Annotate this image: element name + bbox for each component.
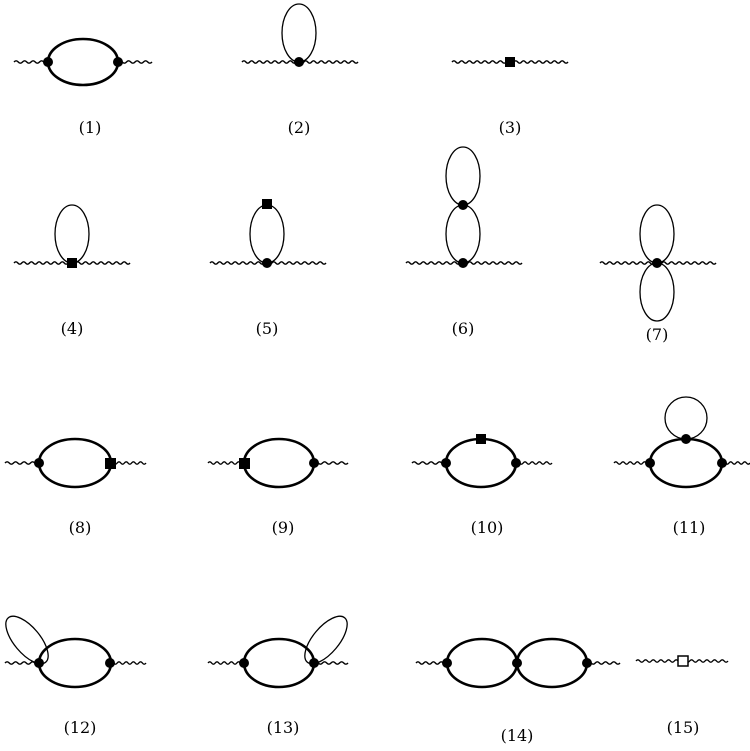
photon-line xyxy=(411,461,447,465)
photon-line xyxy=(415,661,448,665)
vertex-dot xyxy=(105,658,115,668)
diagram-label: (11) xyxy=(673,518,706,537)
diagram-2: (2) xyxy=(241,3,359,137)
self-energy-loop xyxy=(304,615,348,665)
photon-line xyxy=(4,461,40,465)
diagram-label: (9) xyxy=(272,518,295,537)
diagram-label: (1) xyxy=(79,118,102,137)
vertex-dot xyxy=(309,458,319,468)
photon-line xyxy=(313,661,349,665)
diagram-4: (4) xyxy=(13,204,131,338)
diagram-13: (13) xyxy=(207,615,349,737)
vertex-dot xyxy=(582,658,592,668)
diagram-label: (2) xyxy=(288,118,311,137)
vertex-dot xyxy=(645,458,655,468)
counterterm-square xyxy=(262,199,272,209)
diagram-label: (6) xyxy=(452,319,475,338)
vertex-dot xyxy=(34,458,44,468)
fermion-loop xyxy=(46,37,120,87)
counterterm-square xyxy=(239,458,250,469)
vertex-dot xyxy=(262,258,272,268)
tadpole-loop xyxy=(281,3,317,63)
diagram-label: (10) xyxy=(471,518,504,537)
vertex-dot xyxy=(458,258,468,268)
vertex-dot xyxy=(652,258,662,268)
tadpole-loop xyxy=(664,396,708,440)
diagram-14: (14) xyxy=(415,637,621,745)
tadpole-loop xyxy=(445,146,481,206)
diagram-11: (11) xyxy=(613,396,750,537)
fermion-loop xyxy=(648,437,724,489)
diagram-label: (13) xyxy=(267,718,300,737)
counterterm-square xyxy=(476,434,486,444)
diagram-label: (7) xyxy=(646,325,669,344)
tadpole-loop xyxy=(249,204,285,264)
diagram-10: (10) xyxy=(411,434,553,537)
diagram-5: (5) xyxy=(209,199,327,338)
fermion-loop xyxy=(242,637,316,689)
diagram-9: (9) xyxy=(207,437,349,537)
fermion-loop xyxy=(37,637,113,689)
fermion-loop xyxy=(445,637,519,689)
counterterm-open-square xyxy=(677,655,689,667)
vertex-dot xyxy=(511,458,521,468)
diagram-8: (8) xyxy=(4,437,147,537)
fermion-loop xyxy=(515,637,589,689)
diagram-label: (12) xyxy=(64,718,97,737)
counterterm-square xyxy=(505,57,515,67)
photon-line xyxy=(207,461,245,465)
diagram-15: (15) xyxy=(635,655,729,737)
tadpole-loop xyxy=(445,204,481,264)
vertex-dot xyxy=(34,658,44,668)
counterterm-square xyxy=(67,258,77,268)
diagram-label: (3) xyxy=(499,118,522,137)
diagram-label: (5) xyxy=(256,319,279,338)
diagram-6: (6) xyxy=(405,146,523,338)
vertex-dot xyxy=(43,57,53,67)
vertex-dot xyxy=(717,458,727,468)
photon-line xyxy=(613,461,651,465)
photon-line xyxy=(109,461,147,465)
vertex-dot xyxy=(113,57,123,67)
tadpole-loop xyxy=(639,204,675,264)
tadpole-loop xyxy=(639,262,675,322)
diagram-label: (8) xyxy=(69,518,92,537)
diagram-12: (12) xyxy=(4,615,147,737)
vertex-dot xyxy=(442,658,452,668)
vertex-dot xyxy=(441,458,451,468)
vertex-dot xyxy=(681,434,691,444)
photon-line xyxy=(13,60,49,64)
self-energy-loop xyxy=(5,615,49,665)
fermion-loop xyxy=(242,437,316,489)
vertex-dot xyxy=(294,57,304,67)
counterterm-square xyxy=(105,458,116,469)
diagram-1: (1) xyxy=(13,37,153,137)
photon-line xyxy=(313,461,349,465)
diagram-label: (14) xyxy=(501,726,534,745)
photon-line xyxy=(109,661,147,665)
vertex-dot xyxy=(458,200,468,210)
diagram-label: (15) xyxy=(667,718,700,737)
diagram-7: (7) xyxy=(599,204,717,344)
vertex-dot xyxy=(309,658,319,668)
photon-line xyxy=(207,661,245,665)
photon-line xyxy=(515,461,553,465)
fermion-loop xyxy=(444,437,518,489)
fermion-loop xyxy=(37,437,113,489)
photon-line xyxy=(586,661,621,665)
photon-line xyxy=(117,60,153,64)
diagram-3: (3) xyxy=(451,57,569,137)
vertex-dot xyxy=(239,658,249,668)
diagram-label: (4) xyxy=(61,319,84,338)
tadpole-loop xyxy=(54,204,90,264)
vertex-dot xyxy=(512,658,522,668)
